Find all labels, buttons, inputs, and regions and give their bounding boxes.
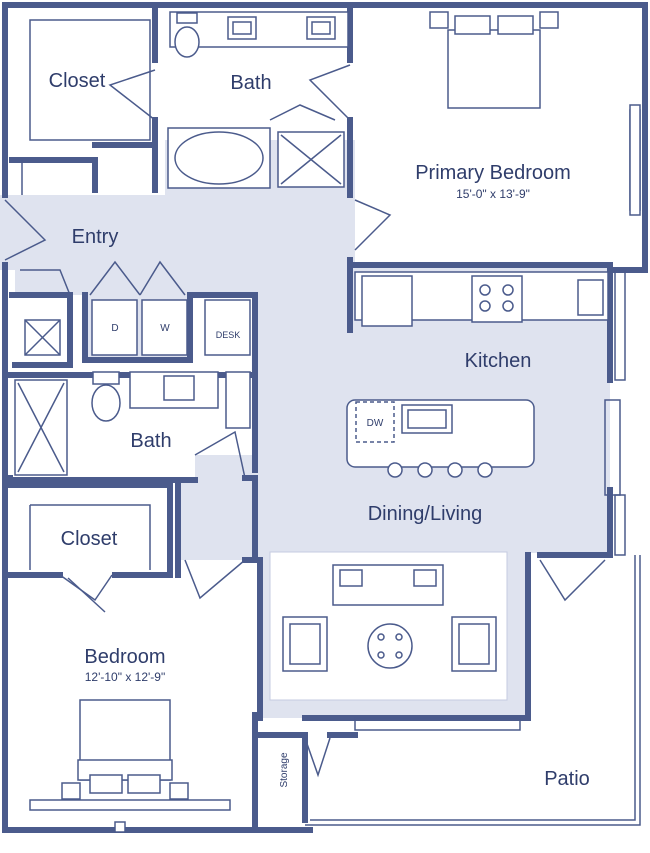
- label-storage: Storage: [279, 752, 290, 787]
- bedroom-bed: [29, 699, 231, 811]
- kitchen-fixtures: [346, 271, 609, 478]
- label-bath-top: Bath: [230, 72, 271, 94]
- label-primary-bedroom: Primary Bedroom: [415, 162, 571, 184]
- primary-bed: [429, 11, 559, 109]
- label-dining-living: Dining/Living: [368, 503, 483, 525]
- label-bedroom-dims: 12'-10" x 12'-9": [85, 670, 165, 684]
- top-bath-fixtures: [167, 11, 349, 189]
- laundry: [24, 299, 251, 356]
- label-dishwasher: DW: [367, 418, 384, 429]
- living-furniture: [282, 564, 497, 672]
- label-dryer: D: [111, 323, 118, 334]
- label-bath-middle: Bath: [130, 430, 171, 452]
- doors: [4, 64, 606, 778]
- label-closet-bottom: Closet: [61, 528, 118, 550]
- label-kitchen: Kitchen: [465, 350, 532, 372]
- label-patio: Patio: [544, 768, 590, 790]
- walls: [2, 2, 648, 833]
- label-primary-bedroom-dims: 15'-0" x 13'-9": [456, 187, 530, 201]
- windows: [114, 104, 641, 833]
- label-closet-top: Closet: [49, 70, 106, 92]
- label-entry: Entry: [72, 226, 119, 248]
- mid-bath-fixtures: [14, 371, 251, 476]
- label-bedroom: Bedroom: [84, 646, 165, 668]
- label-desk: DESK: [216, 330, 241, 340]
- label-washer: W: [160, 323, 170, 334]
- wall-inner-lines: [21, 19, 641, 826]
